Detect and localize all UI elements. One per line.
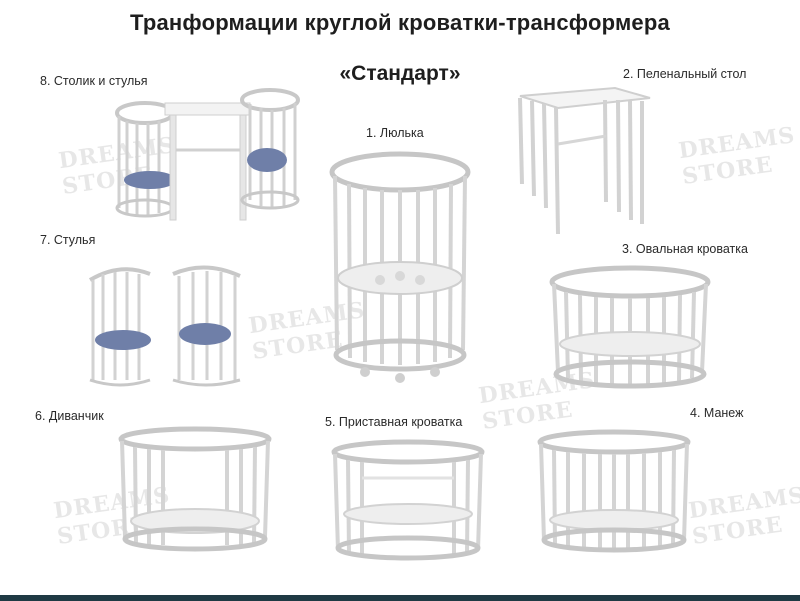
side-crib-illustration: [328, 438, 488, 563]
oval-crib-illustration: [548, 262, 713, 392]
table-chairs-illustration: [110, 88, 310, 228]
page-subtitle: «Стандарт»: [339, 62, 461, 85]
sofa-illustration: [115, 425, 275, 555]
label-playpen: 4. Манеж: [690, 406, 744, 420]
chairs-illustration: [85, 262, 255, 392]
label-chairs: 7. Стулья: [40, 233, 96, 247]
label-side-crib: 5. Приставная кроватка: [325, 415, 463, 429]
playpen-illustration: [534, 428, 694, 553]
page-title: Транформации круглой кроватки-трансформе…: [130, 10, 670, 35]
label-oval-crib: 3. Овальная кроватка: [622, 242, 748, 256]
label-table-chairs: 8. Столик и стулья: [40, 74, 148, 88]
label-cradle: 1. Люлька: [366, 126, 424, 140]
changing-table-illustration: [510, 84, 660, 239]
cradle-illustration: [325, 150, 475, 385]
bottom-bar: [0, 595, 800, 601]
label-changing-table: 2. Пеленальный стол: [623, 67, 747, 81]
label-sofa: 6. Диванчик: [35, 409, 104, 423]
